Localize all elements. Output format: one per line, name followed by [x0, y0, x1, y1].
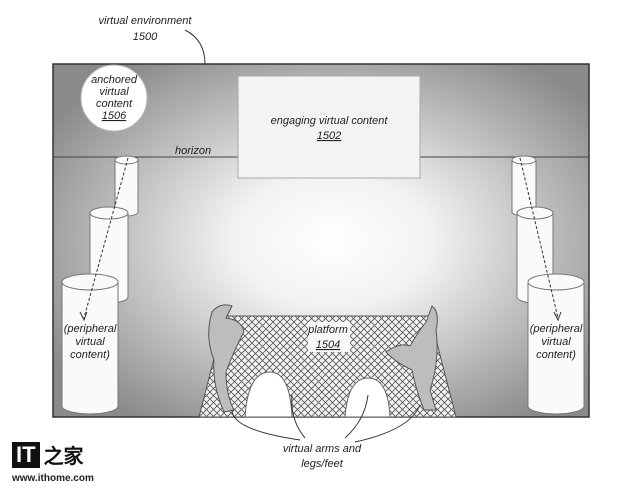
virtual-legs — [244, 371, 391, 418]
anchored-label-1: anchored — [91, 74, 138, 86]
anchored-number: 1506 — [102, 110, 127, 122]
peripheral-left-2: virtual — [75, 336, 105, 348]
anchored-virtual-content — [80, 64, 148, 132]
virtual-right-arm — [385, 305, 438, 411]
ithome-logo: IT 之家 — [12, 440, 94, 469]
peripheral-right-2: virtual — [541, 336, 571, 348]
watermark: IT 之家 www.ithome.com — [12, 440, 94, 484]
arms-label-1: virtual arms and — [283, 443, 362, 455]
peripheral-right-1: (peripheral — [530, 323, 583, 335]
peripheral-left-1: (peripheral — [64, 323, 117, 335]
peripheral-left-3: content) — [70, 349, 110, 361]
right-arrow-head-icon — [553, 311, 562, 322]
left-dashed-arrow — [83, 157, 129, 319]
anchored-label-2: virtual — [99, 86, 129, 98]
arms-leaders — [231, 394, 421, 443]
logo-it: IT — [12, 441, 40, 468]
platform-label-bg — [308, 322, 350, 352]
engaging-virtual-content — [237, 75, 421, 179]
watermark-url: www.ithome.com — [12, 473, 94, 484]
engaging-number: 1502 — [317, 130, 341, 142]
logo-cn: 之家 — [43, 444, 84, 468]
engaging-label: engaging virtual content — [271, 115, 389, 127]
peripheral-cylinders-right — [511, 155, 585, 415]
environment-label: virtual environment — [99, 15, 193, 27]
platform-label: platform — [307, 324, 348, 336]
arms-label-2: legs/feet — [301, 458, 344, 470]
environment-leader — [184, 29, 206, 65]
left-arrow-head-icon — [79, 311, 88, 322]
virtual-left-arm — [208, 304, 245, 413]
right-dashed-arrow — [519, 157, 559, 319]
peripheral-cylinders-left — [61, 155, 139, 415]
platform-number: 1504 — [316, 339, 340, 351]
environment-number: 1500 — [133, 31, 158, 43]
anchored-label-3: content — [96, 98, 133, 110]
peripheral-right-3: content) — [536, 349, 576, 361]
horizon-label: horizon — [175, 145, 211, 157]
